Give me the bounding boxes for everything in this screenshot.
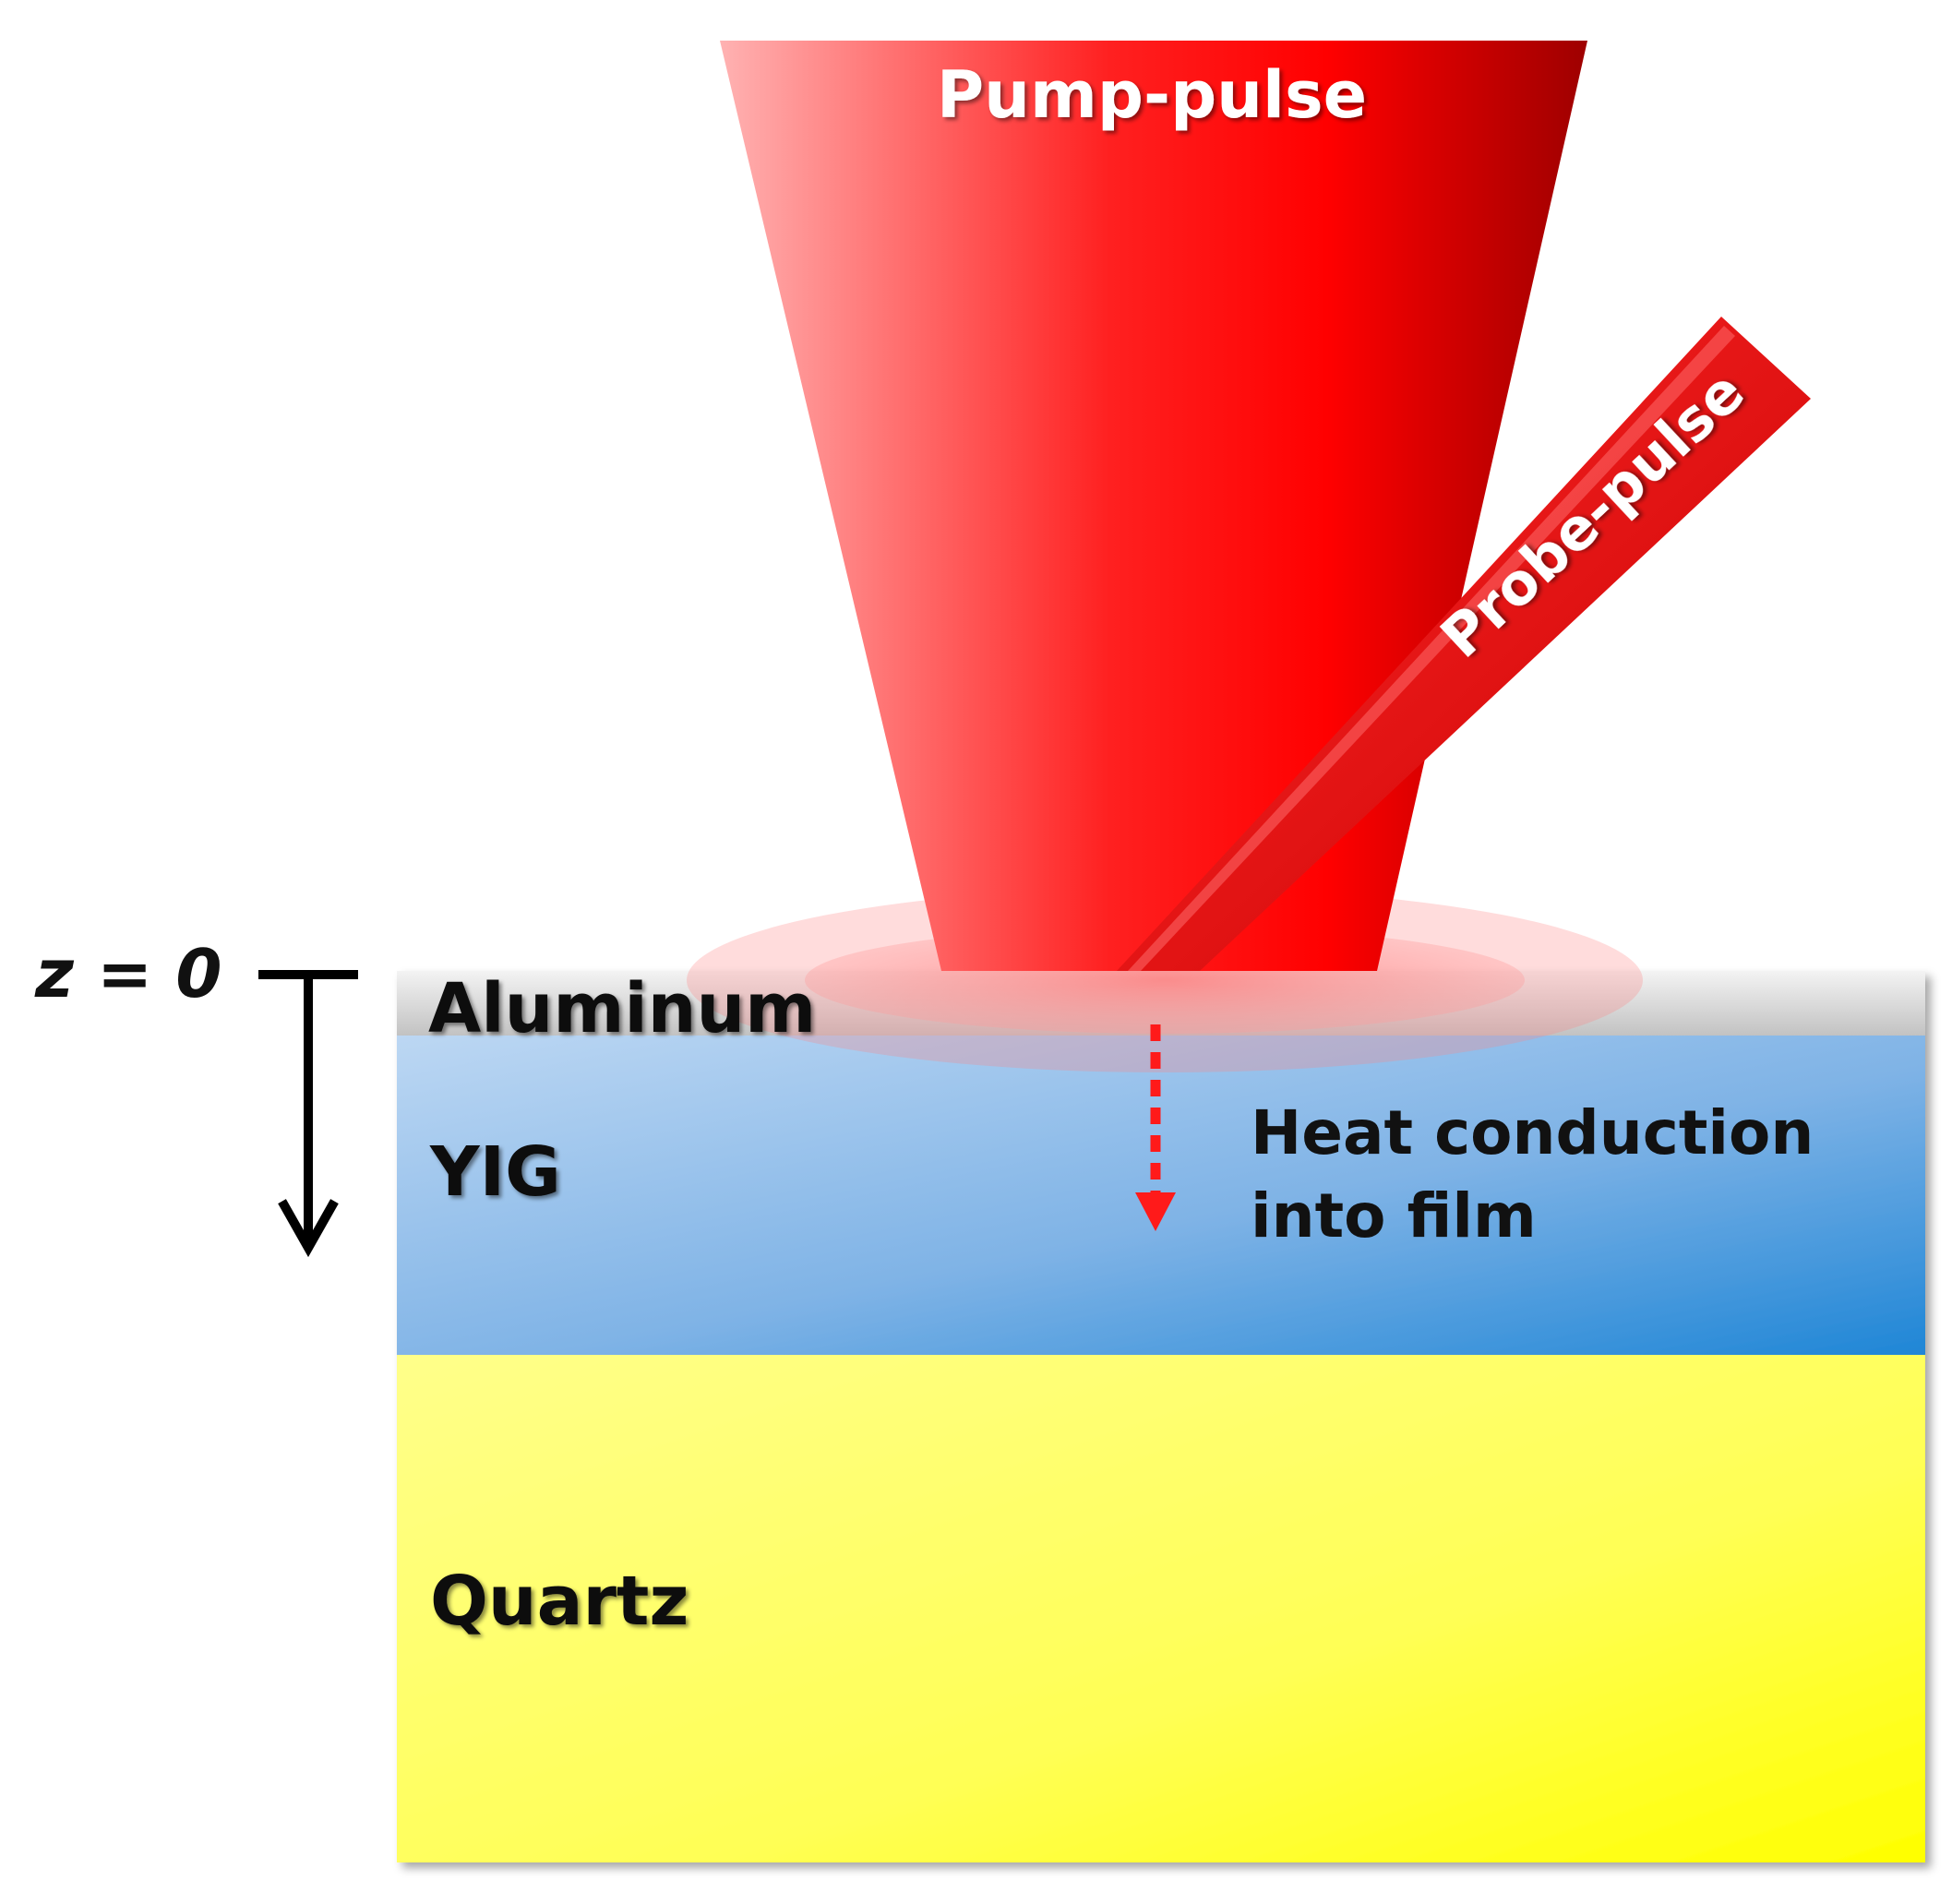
heat-conduction-label-line1: Heat conduction bbox=[1251, 1097, 1814, 1168]
z-axis-arrowhead bbox=[278, 1199, 339, 1258]
aluminum-label: Aluminum bbox=[428, 969, 816, 1048]
pump-pulse-label: Pump-pulse bbox=[937, 57, 1367, 133]
quartz-label: Quartz bbox=[430, 1562, 689, 1641]
quartz-layer bbox=[397, 1355, 1925, 1862]
yig-label: YIG bbox=[429, 1132, 561, 1212]
heat-arrow-head bbox=[1135, 1192, 1176, 1231]
probe-beam-highlight bbox=[1128, 326, 1735, 971]
heat-conduction-label-line2: into film bbox=[1251, 1180, 1537, 1251]
z-axis-label: z = 0 bbox=[34, 935, 222, 1012]
pump-beam bbox=[720, 41, 1587, 971]
